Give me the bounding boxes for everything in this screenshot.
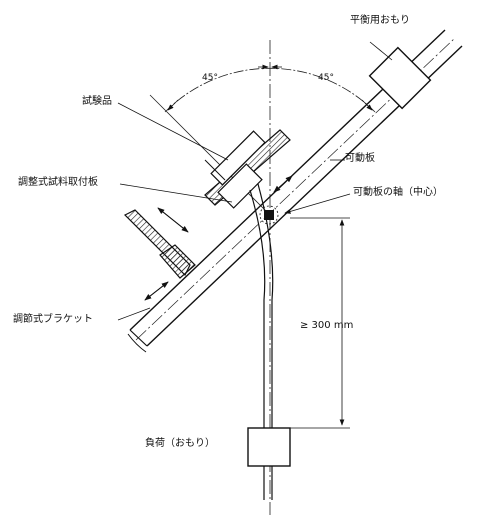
load-weight-block	[247, 427, 291, 467]
angle-right: 45°	[318, 73, 334, 83]
label-adjustable-mount-plate: 調整式試料取付板	[18, 177, 98, 188]
label-load-weight: 負荷（おもり）	[145, 438, 215, 449]
label-adjustable-bracket: 調節式ブラケット	[13, 314, 93, 325]
label-movable-plate: 可動板	[345, 153, 375, 164]
dimension-line	[290, 217, 350, 429]
label-specimen: 試験品	[82, 96, 112, 107]
adjustable-bracket	[123, 209, 196, 279]
label-dimension: ≥ 300 mm	[300, 320, 354, 331]
leader-mount-plate	[119, 183, 233, 203]
pivot-axis-mark	[259, 205, 279, 225]
angle-arc	[164, 67, 376, 113]
specimen-block	[204, 130, 266, 209]
label-pivot-axis: 可動板の軸（中心）	[353, 187, 443, 198]
leader-pivot	[284, 193, 351, 214]
load-cord	[249, 183, 274, 500]
reference-line-45-left	[149, 94, 271, 216]
counterweight-block	[368, 46, 432, 110]
leader-specimen	[117, 102, 229, 161]
leader-bracket	[117, 307, 151, 321]
leader-counterweight	[369, 41, 393, 61]
label-counterweight: 平衡用おもり	[350, 15, 410, 26]
angle-left: 45°	[202, 73, 218, 83]
